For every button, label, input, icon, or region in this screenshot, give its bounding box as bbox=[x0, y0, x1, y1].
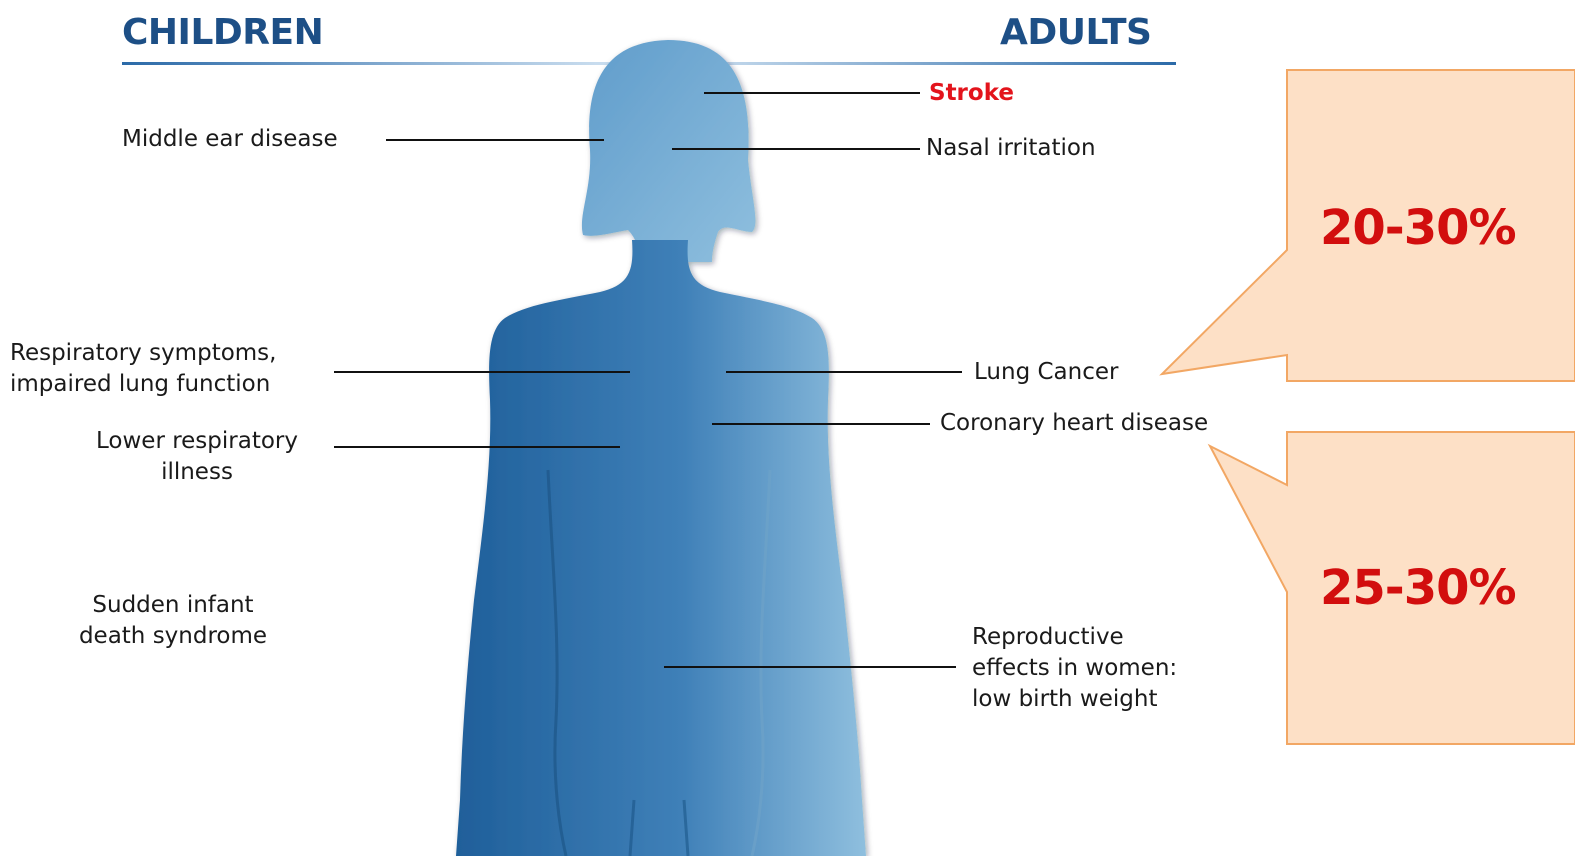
label-reproductive-line3: low birth weight bbox=[972, 684, 1177, 715]
label-lower-respiratory-line1: Lower respiratory bbox=[66, 426, 328, 457]
label-middle-ear-disease: Middle ear disease bbox=[122, 124, 338, 155]
label-coronary-heart-disease: Coronary heart disease bbox=[940, 408, 1208, 439]
callout-coronary-risk: 25-30% bbox=[1320, 560, 1516, 616]
body-shape bbox=[456, 240, 866, 856]
head-shape bbox=[582, 40, 756, 262]
label-stroke: Stroke bbox=[929, 78, 1014, 109]
label-lower-respiratory-line2: illness bbox=[66, 457, 328, 488]
label-reproductive-effects: Reproductive effects in women: low birth… bbox=[972, 622, 1177, 715]
label-respiratory-line1: Respiratory symptoms, bbox=[10, 338, 320, 369]
label-respiratory-symptoms: Respiratory symptoms, impaired lung func… bbox=[10, 338, 320, 400]
label-sids-line2: death syndrome bbox=[56, 621, 290, 652]
label-lung-cancer: Lung Cancer bbox=[974, 357, 1118, 388]
label-reproductive-line1: Reproductive bbox=[972, 622, 1177, 653]
label-nasal-irritation: Nasal irritation bbox=[926, 133, 1096, 164]
label-reproductive-line2: effects in women: bbox=[972, 653, 1177, 684]
label-sids-line1: Sudden infant bbox=[56, 590, 290, 621]
callout-lung-cancer-risk: 20-30% bbox=[1320, 200, 1516, 256]
label-respiratory-line2: impaired lung function bbox=[10, 369, 320, 400]
label-lower-respiratory-illness: Lower respiratory illness bbox=[66, 426, 328, 488]
label-sudden-infant-death: Sudden infant death syndrome bbox=[56, 590, 290, 652]
